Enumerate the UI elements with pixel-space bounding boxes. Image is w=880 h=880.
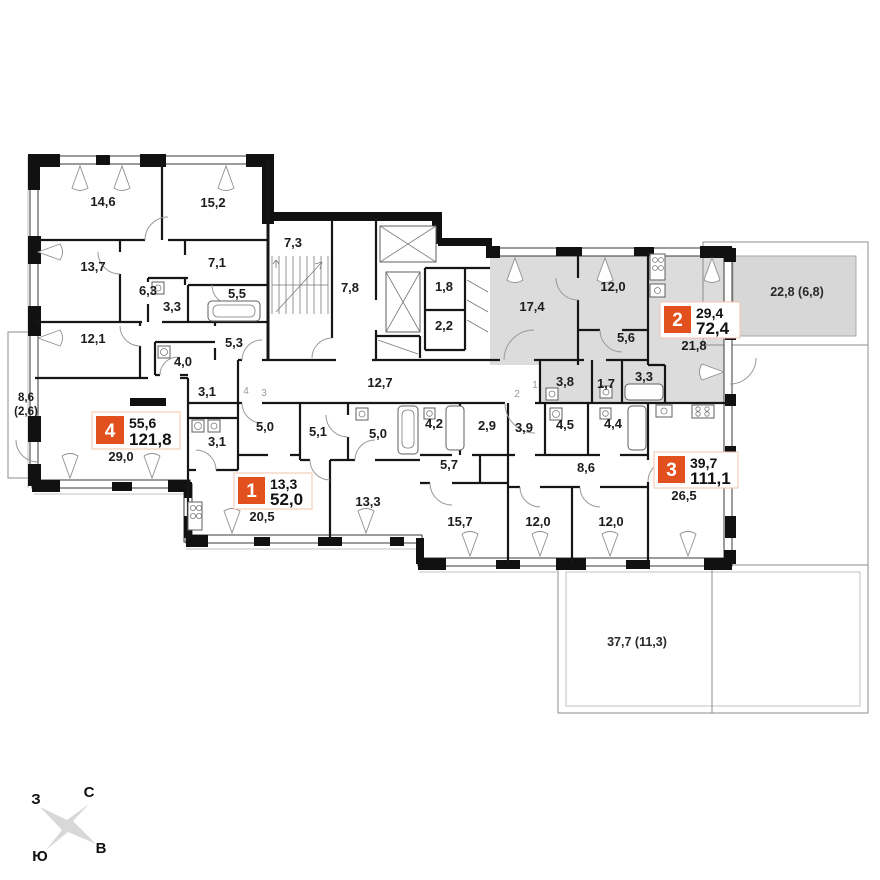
compass-rose: С З В Ю: [31, 784, 106, 865]
room-label: 5,7: [440, 457, 458, 472]
room-label: 8,6: [577, 460, 595, 475]
room-label: 14,6: [90, 194, 115, 209]
room-label: 7,8: [341, 280, 359, 295]
elevator-shafts: [379, 225, 437, 333]
room-label: 3,8: [556, 374, 574, 389]
living-area: 13,3: [270, 476, 297, 492]
room-label: 5,6: [617, 330, 635, 345]
room-label: 5,5: [228, 286, 246, 301]
door-digit: 2: [514, 389, 520, 400]
room-label: 4,2: [425, 416, 443, 431]
room-label: 26,5: [671, 488, 696, 503]
room-label: 29,0: [108, 449, 133, 464]
room-label: 15,7: [447, 514, 472, 529]
wall-piers: [28, 154, 736, 570]
balcony-label: 8,6: [18, 392, 34, 404]
apartment-number: 1: [246, 481, 257, 502]
living-area: 29,4: [696, 305, 723, 321]
apartment-number: 2: [672, 310, 683, 331]
room-label: 3,3: [163, 299, 181, 314]
window-fans: [36, 164, 726, 558]
apartment-2-area: [490, 252, 730, 403]
apartment-badge-4[interactable]: 4 55,6 121,8: [91, 411, 181, 450]
room-label: 5,1: [309, 424, 327, 439]
apartment-badge-2[interactable]: 2 29,4 72,4: [659, 301, 741, 339]
room-label: 1,8: [435, 279, 453, 294]
wardrobe-lines: [377, 279, 489, 355]
room-label: 12,1: [80, 331, 105, 346]
room-label: 5,0: [369, 426, 387, 441]
room-label: 7,1: [208, 255, 226, 270]
room-label: 2,9: [478, 418, 496, 433]
total-area: 52,0: [270, 490, 303, 509]
compass-north: С: [84, 784, 95, 801]
room-label: 2,2: [435, 318, 453, 333]
room-label: 15,2: [200, 195, 225, 210]
room-label: 6,3: [139, 283, 157, 298]
terrace-label: 22,8 (6,8): [770, 285, 824, 299]
terrace-label: 37,7 (11,3): [607, 635, 667, 649]
room-label: 3,9: [515, 420, 533, 435]
door-digits: 4 3 2 1: [243, 380, 538, 400]
living-area: 55,6: [129, 415, 156, 431]
door-digit: 4: [243, 386, 249, 397]
door-arcs: [15, 216, 757, 508]
terrace-labels: 22,8 (6,8) 37,7 (11,3) 8,6 (2,6): [14, 285, 824, 649]
room-label: 12,0: [600, 279, 625, 294]
total-area: 121,8: [129, 430, 172, 449]
terrace-top-right: [702, 241, 869, 565]
door-digit: 3: [261, 388, 267, 399]
apartment-number: 4: [105, 421, 116, 442]
total-area: 111,1: [690, 469, 731, 488]
apartment-badge-3[interactable]: 3 39,7 111,1: [653, 451, 739, 489]
room-label: 3,1: [198, 384, 216, 399]
compass-west: З: [31, 791, 40, 808]
room-label: 20,5: [249, 509, 274, 524]
compass-star: [40, 804, 96, 850]
interior-walls: [35, 160, 730, 563]
room-label: 4,4: [604, 416, 623, 431]
room-label: 3,1: [208, 434, 226, 449]
room-label: 4,0: [174, 354, 192, 369]
room-label: 7,3: [284, 235, 302, 250]
room-label: 13,7: [80, 259, 105, 274]
room-label: 13,3: [355, 494, 380, 509]
terrace-bottom-right: [557, 564, 869, 714]
room-label: 17,4: [519, 299, 545, 314]
room-label: 5,0: [256, 419, 274, 434]
compass-south: Ю: [32, 848, 47, 865]
room-label: 5,3: [225, 335, 243, 350]
door-digit: 1: [532, 380, 538, 391]
living-area: 39,7: [690, 455, 717, 471]
apartment-badge-1[interactable]: 1 13,3 52,0: [233, 472, 313, 510]
compass-east: В: [96, 840, 107, 857]
room-label: 4,5: [556, 417, 574, 432]
room-label: 12,7: [367, 375, 392, 390]
room-label: 1,7: [597, 376, 615, 391]
room-label: 12,0: [598, 514, 623, 529]
room-label: 12,0: [525, 514, 550, 529]
total-area: 72,4: [696, 319, 730, 338]
balcony-label: (2,6): [14, 406, 38, 418]
room-labels: 14,6 15,2 13,7 7,1 6,3 3,3 5,5 12,1 5,3 …: [80, 194, 706, 529]
fixtures: [151, 253, 715, 531]
stairs: [271, 256, 329, 314]
room-label: 21,8: [681, 338, 706, 353]
room-label: 3,3: [635, 369, 653, 384]
apartment-number: 3: [666, 460, 677, 481]
